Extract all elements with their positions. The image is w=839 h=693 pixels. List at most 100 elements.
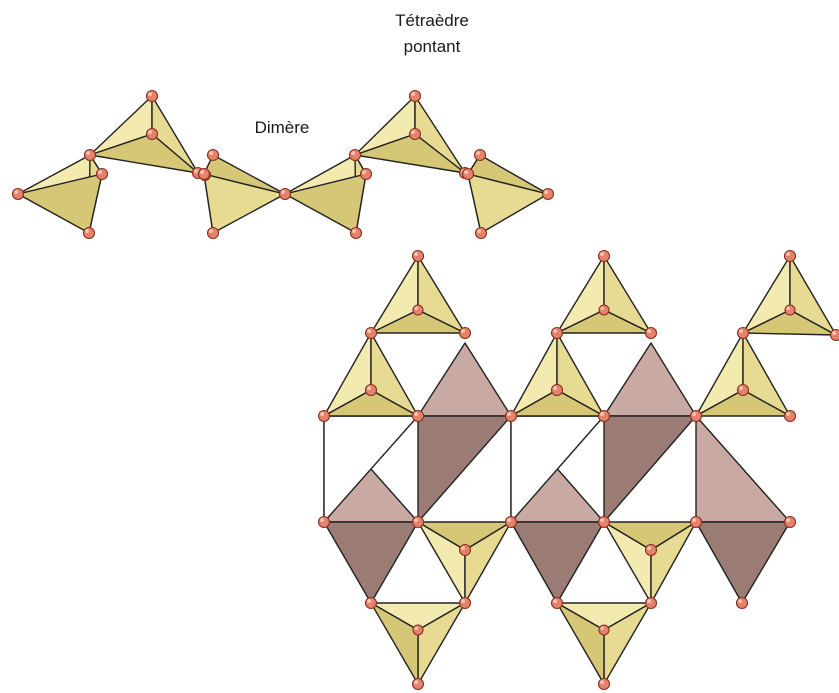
oxygen-atom — [82, 226, 96, 240]
atom-highlight — [476, 151, 481, 155]
oxygen-atom — [83, 148, 97, 162]
tetrahedron-face — [284, 173, 367, 234]
bridging-tetrahedron-label-line1: Tétraèdre — [395, 11, 469, 30]
oxygen-atom — [458, 596, 472, 610]
atom-highlight — [692, 412, 696, 417]
atom-highlight — [647, 546, 651, 550]
atom-highlight — [544, 190, 548, 194]
atom-highlight — [461, 599, 466, 603]
atom-highlight — [414, 412, 419, 417]
atom-highlight — [600, 306, 604, 310]
atom-highlight — [367, 329, 372, 334]
oxygen-atom — [597, 249, 611, 263]
atom-highlight — [553, 386, 557, 391]
oxygen-atom — [736, 326, 750, 340]
atom-highlight — [367, 386, 372, 391]
tetrahedron-face — [370, 602, 419, 685]
tetrahedron-face — [354, 133, 466, 174]
octahedron-face-mid-4 — [603, 415, 697, 523]
atom-highlight — [461, 546, 466, 550]
oxygen-atom — [95, 167, 109, 181]
oxygen-atom — [644, 596, 658, 610]
oxygen-atom — [145, 127, 159, 141]
octahedron-face-upper-1 — [417, 342, 512, 417]
atom-highlight — [739, 329, 743, 334]
octahedron-face-upper-2 — [603, 342, 697, 417]
atom-highlight — [281, 190, 286, 194]
oxygen-atom — [317, 409, 331, 423]
oxygen-atom — [317, 515, 331, 529]
oxygen-atom — [689, 515, 703, 529]
oxygen-atom — [473, 148, 487, 162]
oxygen-atom — [735, 596, 749, 610]
oxygen-atom — [408, 127, 422, 141]
oxygen-atom — [784, 304, 796, 316]
oxygen-atom — [644, 326, 658, 340]
oxygen-atom — [412, 304, 424, 316]
oxygen-atom — [689, 409, 703, 423]
atom-highlight — [786, 306, 790, 310]
atom-highlight — [98, 170, 102, 174]
oxygen-atom — [411, 515, 425, 529]
atom-highlight — [414, 306, 418, 310]
tetrahedron-face — [603, 521, 697, 551]
oxygen-atom — [349, 226, 363, 240]
oxygen-atom — [504, 515, 518, 529]
dimer1-upper-tetrahedron — [89, 95, 199, 174]
oxygen-atom — [145, 89, 159, 103]
oxygen-atom — [411, 677, 425, 691]
oxygen-atom — [597, 677, 611, 691]
atom-highlight — [553, 599, 557, 603]
atom-highlight — [85, 229, 89, 233]
oxygen-atom — [550, 383, 564, 397]
octahedral-sheet — [323, 342, 791, 604]
atom-highlight — [600, 412, 604, 417]
oxygen-atom — [278, 187, 292, 201]
oxygen-atom — [597, 409, 611, 423]
atom-highlight — [148, 92, 152, 96]
atom-highlight — [832, 331, 836, 336]
tetrahedron-face — [89, 133, 199, 174]
atom-highlight — [647, 329, 651, 334]
atom-highlight — [200, 170, 204, 174]
atom-highlight — [14, 190, 18, 194]
oxygen-atom — [197, 167, 211, 181]
oxygen-atom — [783, 409, 797, 423]
oxygen-atom — [458, 326, 472, 340]
oxygen-atom — [783, 249, 797, 263]
oxygen-atom — [11, 187, 25, 201]
atom-highlight — [507, 412, 512, 417]
sheet-bottom-tetrahedron-1 — [370, 602, 466, 685]
oxygen-atom — [474, 226, 488, 240]
oxygen-atom — [541, 187, 555, 201]
atom-highlight — [464, 170, 469, 174]
oxygen-atom — [348, 148, 362, 162]
octahedron-face-lower-1 — [323, 521, 419, 604]
tetrahedron-face — [695, 389, 791, 417]
atom-highlight — [320, 518, 325, 522]
atom-highlight — [647, 599, 651, 603]
atom-highlight — [148, 130, 152, 134]
atom-highlight — [411, 92, 416, 96]
oxygen-atom — [550, 596, 564, 610]
atom-highlight — [411, 130, 416, 134]
atom-highlight — [477, 229, 482, 233]
oxygen-atom — [598, 624, 610, 636]
sheet-upper-tetrahedron-2 — [510, 332, 605, 417]
atom-highlight — [461, 329, 466, 334]
tetrahedron-face — [556, 602, 605, 685]
oxygen-atom — [364, 383, 378, 397]
atom-highlight — [86, 151, 90, 155]
sheet-lower-tetrahedron-1 — [417, 521, 512, 604]
tetrahedron-face — [556, 309, 652, 334]
oxygen-atom — [411, 249, 425, 263]
oxygen-atom — [644, 543, 658, 557]
atom-highlight — [414, 518, 419, 522]
oxygen-atom — [736, 383, 750, 397]
oxygen-atom — [412, 624, 424, 636]
atom-highlight — [600, 252, 604, 256]
atom-highlight — [209, 151, 213, 155]
atom-highlight — [738, 599, 742, 603]
oxygen-atom — [461, 167, 475, 181]
